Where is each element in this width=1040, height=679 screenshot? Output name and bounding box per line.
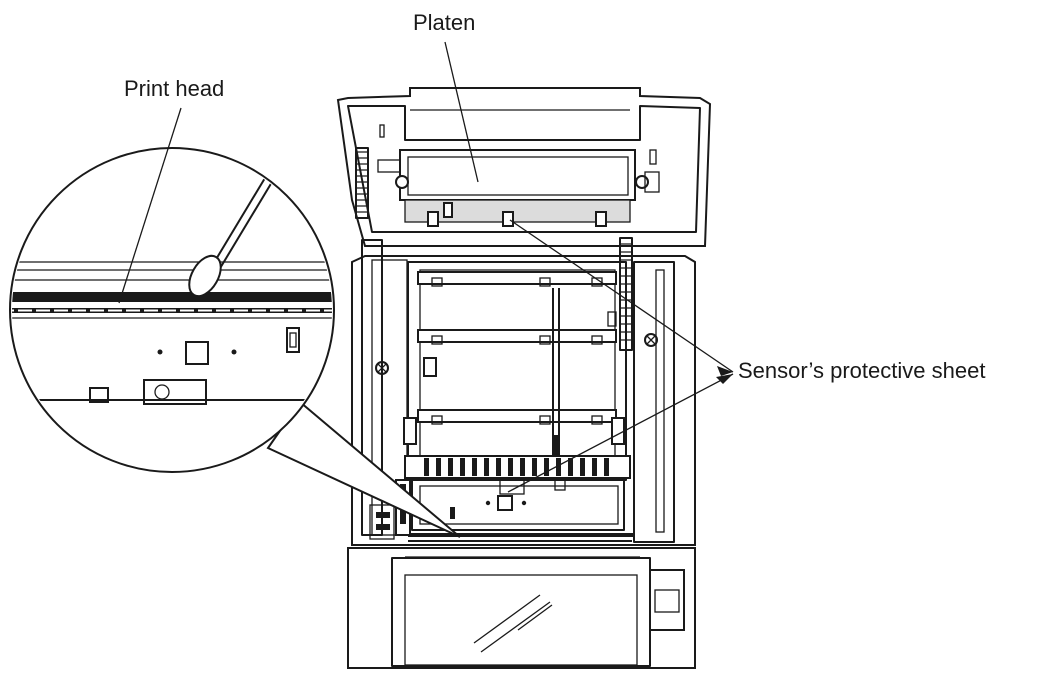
- printer-cover: [336, 87, 712, 247]
- label-platen: Platen: [413, 10, 476, 35]
- leader-lines: [118, 41, 734, 493]
- label-print-head: Print head: [124, 76, 225, 101]
- label-sensor-protective-sheet: Sensor’s protective sheet: [738, 358, 986, 383]
- magnified-inset: [9, 147, 461, 538]
- printer-interior: [361, 237, 675, 543]
